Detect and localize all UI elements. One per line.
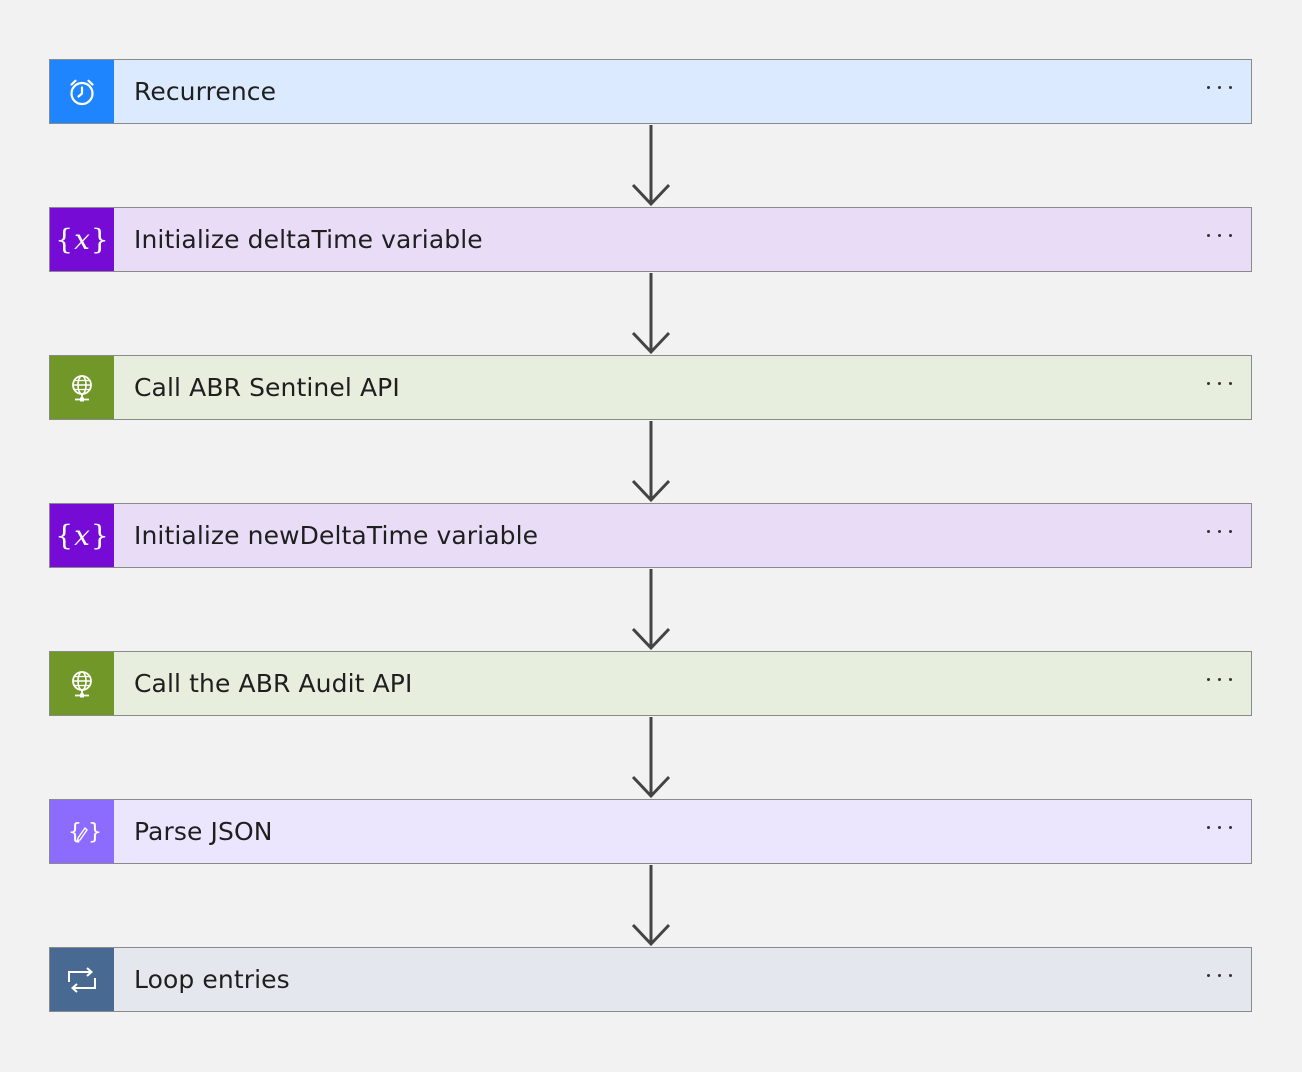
- dot-icon: [1228, 86, 1232, 89]
- down-arrow-connector: [631, 125, 671, 207]
- more-options-button[interactable]: [1189, 208, 1249, 271]
- down-arrow-connector: [631, 865, 671, 947]
- down-arrow-connector: [631, 273, 671, 355]
- step-call-abr-audit-api[interactable]: Call the ABR Audit API: [49, 651, 1252, 716]
- globe-http-icon: [50, 356, 114, 419]
- step-label: Call ABR Sentinel API: [134, 373, 400, 402]
- more-options-button[interactable]: [1189, 504, 1249, 567]
- dot-icon: [1228, 826, 1232, 829]
- variable-icon: {x}: [50, 504, 114, 567]
- down-arrow-connector: [631, 421, 671, 503]
- dot-icon: [1206, 974, 1210, 977]
- more-options-button[interactable]: [1189, 356, 1249, 419]
- step-label: Parse JSON: [134, 817, 273, 846]
- svg-text:{: {: [68, 820, 82, 845]
- dot-icon: [1206, 678, 1210, 681]
- dot-icon: [1228, 382, 1232, 385]
- svg-text:}: }: [88, 820, 100, 845]
- dot-icon: [1206, 382, 1210, 385]
- step-label: Initialize deltaTime variable: [134, 225, 483, 254]
- globe-http-icon: [50, 652, 114, 715]
- dot-icon: [1228, 530, 1232, 533]
- step-loop-entries[interactable]: Loop entries: [49, 947, 1252, 1012]
- alarm-clock-icon: [50, 60, 114, 123]
- step-label: Initialize newDeltaTime variable: [134, 521, 539, 550]
- step-initialize-newdeltatime[interactable]: {x} Initialize newDeltaTime variable: [49, 503, 1252, 568]
- dot-icon: [1206, 826, 1210, 829]
- dot-icon: [1228, 974, 1232, 977]
- dot-icon: [1206, 530, 1210, 533]
- svg-text:{x}: {x}: [58, 223, 106, 256]
- step-label: Call the ABR Audit API: [134, 669, 413, 698]
- step-initialize-deltatime[interactable]: {x} Initialize deltaTime variable: [49, 207, 1252, 272]
- dot-icon: [1217, 974, 1221, 977]
- dot-icon: [1206, 86, 1210, 89]
- dot-icon: [1217, 234, 1221, 237]
- dot-icon: [1217, 530, 1221, 533]
- step-label: Recurrence: [134, 77, 277, 106]
- more-options-button[interactable]: [1189, 948, 1249, 1011]
- step-parse-json[interactable]: { } Parse JSON: [49, 799, 1252, 864]
- loop-icon: [50, 948, 114, 1011]
- down-arrow-connector: [631, 569, 671, 651]
- down-arrow-connector: [631, 717, 671, 799]
- dot-icon: [1217, 86, 1221, 89]
- step-label: Loop entries: [134, 965, 290, 994]
- variable-icon: {x}: [50, 208, 114, 271]
- parse-json-icon: { }: [50, 800, 114, 863]
- dot-icon: [1217, 678, 1221, 681]
- dot-icon: [1217, 382, 1221, 385]
- more-options-button[interactable]: [1189, 60, 1249, 123]
- dot-icon: [1228, 678, 1232, 681]
- dot-icon: [1228, 234, 1232, 237]
- step-recurrence[interactable]: Recurrence: [49, 59, 1252, 124]
- more-options-button[interactable]: [1189, 652, 1249, 715]
- svg-text:{x}: {x}: [58, 519, 106, 552]
- more-options-button[interactable]: [1189, 800, 1249, 863]
- dot-icon: [1217, 826, 1221, 829]
- dot-icon: [1206, 234, 1210, 237]
- step-call-abr-sentinel-api[interactable]: Call ABR Sentinel API: [49, 355, 1252, 420]
